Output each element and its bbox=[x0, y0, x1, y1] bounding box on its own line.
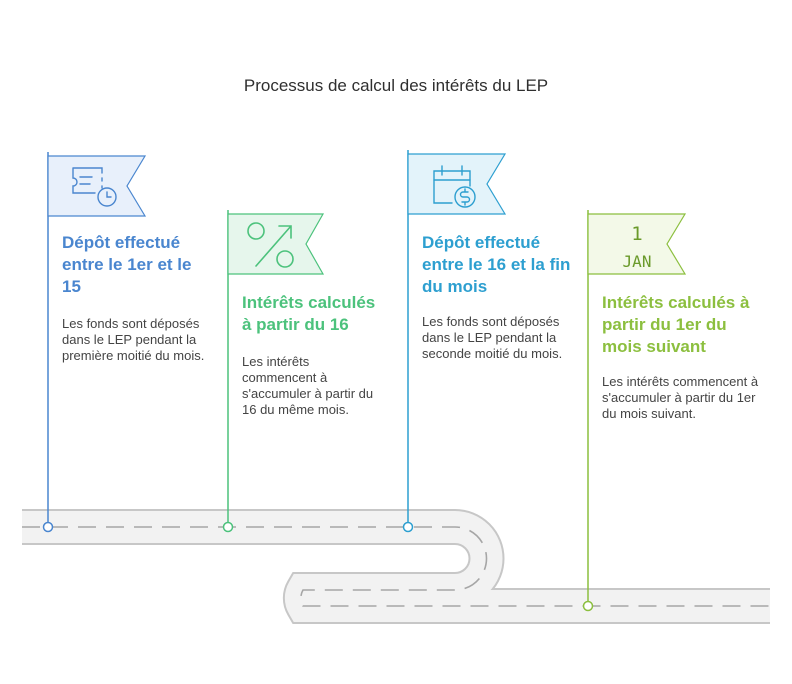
step-4-heading: Intérêts calculés à partir du 1er du moi… bbox=[602, 293, 750, 356]
step-3-flag bbox=[402, 150, 507, 533]
step-3-heading: Dépôt effectué entre le 16 et la fin du … bbox=[422, 233, 571, 296]
step-3: Dépôt effectué entre le 16 et la fin du … bbox=[422, 232, 582, 362]
diagram-title: Processus de calcul des intérêts du LEP bbox=[243, 76, 549, 95]
calendar-day: 1 bbox=[631, 223, 642, 245]
step-1: Dépôt effectué entre le 1er et le 15 Les… bbox=[62, 232, 212, 364]
step-1-heading: Dépôt effectué entre le 1er et le 15 bbox=[62, 233, 192, 296]
step-1-description: Les fonds sont déposés dans le LEP penda… bbox=[62, 316, 205, 363]
step-2-heading: Intérêts calculés à partir du 16 bbox=[242, 293, 376, 334]
step-1-flag bbox=[42, 152, 147, 533]
road-center-dashes bbox=[22, 526, 770, 607]
calendar-month: JAN bbox=[623, 252, 652, 271]
step-2-flag bbox=[222, 210, 325, 533]
step-4: Intérêts calculés à partir du 1er du moi… bbox=[602, 292, 762, 422]
road bbox=[22, 509, 770, 624]
step-4-description: Les intérêts commencent à s'accumuler à … bbox=[602, 374, 759, 421]
step-4-flag: 1 JAN bbox=[582, 210, 687, 612]
calendar-day-icon: 1 JAN bbox=[623, 223, 652, 271]
step-2-description: Les intérêts commencent à s'accumuler à … bbox=[242, 354, 374, 417]
percent-icon bbox=[247, 222, 294, 268]
ticket-clock-icon bbox=[72, 167, 117, 207]
step-2: Intérêts calculés à partir du 16 Les int… bbox=[242, 292, 382, 418]
calendar-dollar-icon bbox=[433, 165, 476, 208]
step-3-description: Les fonds sont déposés dans le LEP penda… bbox=[422, 314, 563, 361]
